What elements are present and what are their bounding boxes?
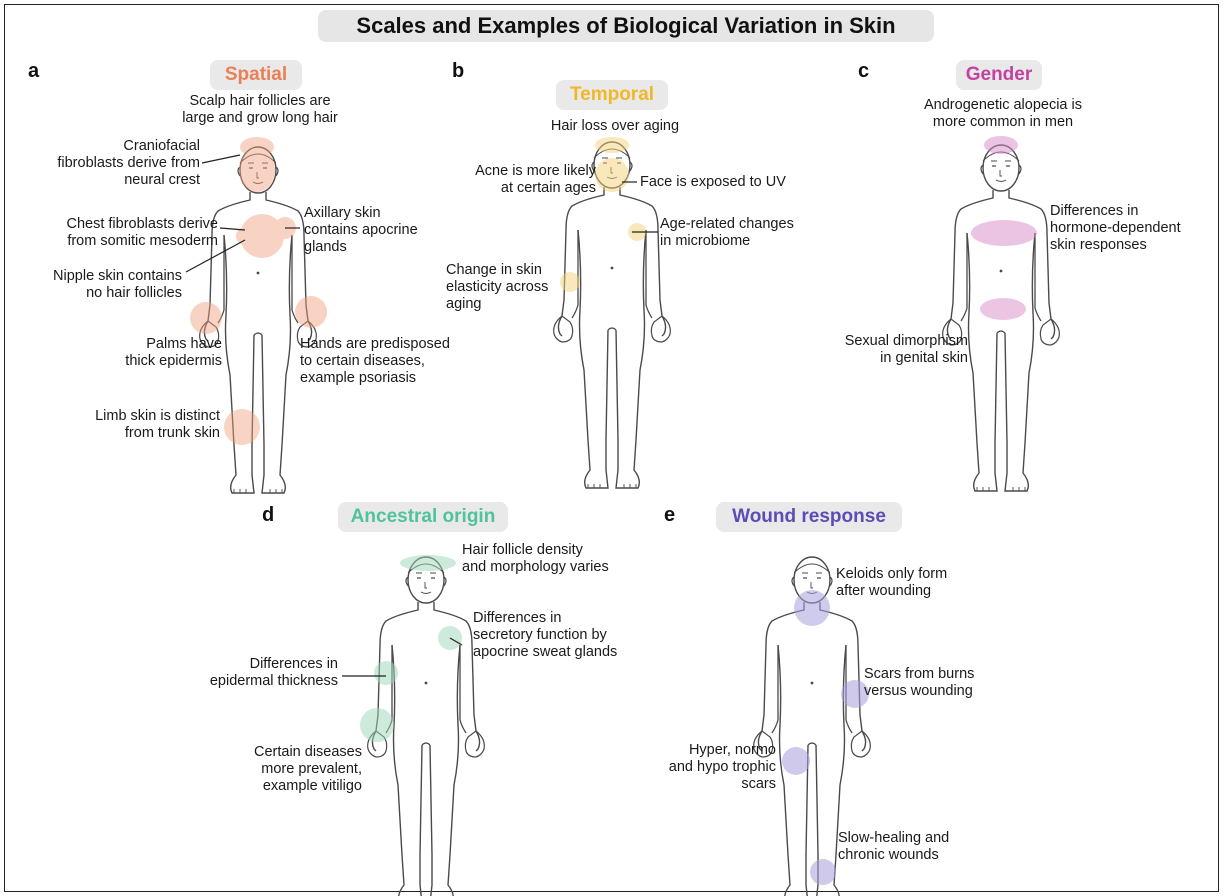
temporal-highlights [560,137,646,292]
annotation-trophic: Hyper, normo and hypo trophic scars [640,742,776,793]
panel-title-temporal: Temporal [556,80,668,110]
annotation-elasticity: Change in skin elasticity across aging [446,262,566,313]
ancestral-highlights [360,555,462,742]
panel-letter-b: b [452,60,464,83]
annotation-follicle: Hair follicle density and morphology var… [462,542,642,576]
annotation-secretory: Differences in secretory function by apo… [473,610,653,661]
annotation-hormone: Differences in hormone-dependent skin re… [1050,203,1210,254]
annotation-axillary: Axillary skin contains apocrine glands [304,205,444,256]
panel-letter-e: e [664,504,675,527]
annotation-scalp: Scalp hair follicles are large and grow … [160,93,360,127]
annotation-hairloss: Hair loss over aging [530,118,700,135]
gender-highlights [971,136,1037,320]
panel-letter-a: a [28,60,39,83]
panel-title-spatial: Spatial [210,60,302,90]
panel-title-ancestral-origin: Ancestral origin [338,502,508,532]
annotation-nipple: Nipple skin contains no hair follicles [20,268,182,302]
annotation-craniofacial: Craniofacial fibroblasts derive from neu… [40,138,200,189]
annotation-uv: Face is exposed to UV [640,174,810,191]
annotation-epidermal: Differences in epidermal thickness [180,656,338,690]
annotation-diseases: Certain diseases more prevalent, example… [196,744,362,795]
annotation-chest: Chest fibroblasts derive from somitic me… [20,216,218,250]
annotation-microbiome: Age-related changes in microbiome [660,216,830,250]
annotation-genital: Sexual dimorphism in genital skin [818,333,968,367]
annotation-alopecia: Androgenetic alopecia is more common in … [898,97,1108,131]
figure-title: Scales and Examples of Biological Variat… [318,10,934,42]
annotation-chronic: Slow-healing and chronic wounds [838,830,998,864]
annotation-keloids: Keloids only form after wounding [836,566,996,600]
body-figure-ancestral [342,555,484,896]
annotation-palms: Palms have thick epidermis [60,336,222,370]
annotation-hands: Hands are predisposed to certain disease… [300,336,480,387]
annotation-burns: Scars from burns versus wounding [864,666,1024,700]
panel-title-wound-response: Wound response [716,502,902,532]
body-figure-gender [943,136,1060,491]
panel-letter-d: d [262,504,274,527]
annotation-limb: Limb skin is distinct from trunk skin [40,408,220,442]
panel-title-gender: Gender [956,60,1042,90]
annotation-acne: Acne is more likely at certain ages [436,163,596,197]
panel-letter-c: c [858,60,869,83]
